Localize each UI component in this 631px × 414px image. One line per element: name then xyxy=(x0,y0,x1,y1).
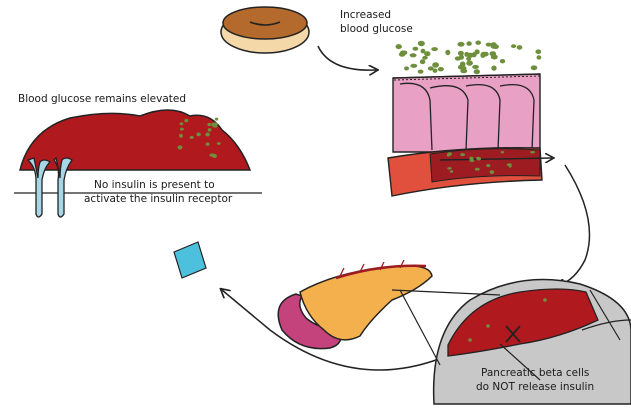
glucose-dot xyxy=(413,47,419,51)
glucose-dot xyxy=(418,70,424,74)
glucose-dot xyxy=(404,66,409,70)
glucose-dot xyxy=(178,145,183,149)
glucose-dot xyxy=(500,59,505,63)
glucose-dot xyxy=(460,61,466,66)
glucose-dot xyxy=(447,167,451,169)
glucose-dot xyxy=(450,170,453,172)
glucose-dot xyxy=(184,119,188,122)
increased-glucose-line-1: Increased xyxy=(340,8,413,22)
glucose-dot xyxy=(213,125,218,128)
zoom-line-bottom xyxy=(400,290,440,365)
glucose-dot xyxy=(511,44,516,48)
glucose-dot xyxy=(486,164,490,167)
glucose-dot xyxy=(410,64,417,68)
glucose-dot xyxy=(206,143,210,146)
glucose-dot xyxy=(433,69,438,73)
arrow-vessel-to-pancreas xyxy=(558,165,590,286)
glucose-dot xyxy=(421,49,426,54)
glucose-dot xyxy=(517,45,523,50)
glucose-elevated-label: Blood glucose remains elevated xyxy=(18,92,186,106)
glucose-dot xyxy=(396,44,402,49)
glucose-dot xyxy=(490,51,497,56)
glucose-dot xyxy=(486,43,492,47)
glucose-dot xyxy=(207,123,211,126)
glucose-dot xyxy=(431,47,438,51)
glucose-dot xyxy=(190,136,194,139)
glucose-dot xyxy=(455,56,461,60)
glucose-dot xyxy=(469,159,474,162)
increased-glucose-label: Increased blood glucose xyxy=(340,8,413,36)
glucose-dot xyxy=(410,53,417,57)
no-insulin-label: No insulin is present to activate the in… xyxy=(84,178,232,206)
glucose-dot xyxy=(457,42,464,47)
increased-glucose-line-2: blood glucose xyxy=(340,22,413,36)
beta-cells-label: Pancreatic beta cells do NOT release ins… xyxy=(476,366,594,394)
glucose-dot xyxy=(445,50,450,55)
glucose-dot xyxy=(537,55,542,59)
glucose-dot xyxy=(530,151,535,153)
glucose-dot xyxy=(458,51,464,56)
glucose-dot xyxy=(205,133,209,137)
glucose-dot xyxy=(420,59,425,64)
glucose-dot xyxy=(475,41,481,45)
glucose-dot xyxy=(209,153,214,156)
glucose-dot xyxy=(208,128,212,132)
glucose-dot xyxy=(491,66,496,71)
glucose-dot xyxy=(447,152,452,156)
intestinal-epithelium xyxy=(393,74,540,152)
glucose-dot xyxy=(467,53,474,58)
glucose-dot xyxy=(180,122,184,125)
glucose-dot xyxy=(535,49,541,54)
glucose-particles xyxy=(396,41,542,75)
glucose-dot xyxy=(509,165,512,168)
glucose-dot xyxy=(179,134,183,138)
glucose-dot xyxy=(418,41,423,45)
glucose-dot xyxy=(480,53,485,58)
beta-cells-line-2: do NOT release insulin xyxy=(476,380,594,394)
glucose-dot xyxy=(217,142,221,145)
donut-icon xyxy=(221,7,309,53)
glucose-dot xyxy=(475,168,480,171)
glucose-dot xyxy=(196,133,200,137)
glucose-dot xyxy=(466,41,471,46)
glucose-dot xyxy=(460,153,465,156)
glucose-dot xyxy=(466,60,473,65)
glucose-dot xyxy=(215,118,218,121)
glucose-dot xyxy=(476,157,479,160)
no-insulin-line-2: activate the insulin receptor xyxy=(84,192,232,206)
arrow-food-to-intestine xyxy=(318,46,376,70)
glucose-dot xyxy=(531,65,538,70)
glucose-dot xyxy=(490,170,494,174)
glucose-dot xyxy=(501,151,504,153)
glucose-dot xyxy=(438,67,444,71)
glucose-dot xyxy=(472,65,479,69)
no-insulin-line-1: No insulin is present to xyxy=(84,178,232,192)
blood-vessel xyxy=(388,148,552,196)
glucose-dot xyxy=(180,128,184,131)
glucose-dot xyxy=(400,50,406,55)
beta-cells-line-1: Pancreatic beta cells xyxy=(476,366,594,380)
glucose-dot xyxy=(491,45,497,49)
glucose-dot xyxy=(460,69,467,74)
glucose-dot xyxy=(474,69,480,74)
glucose-dot xyxy=(422,56,428,60)
glucose-dot xyxy=(432,62,439,67)
pancreas xyxy=(278,260,432,349)
insulin-icon xyxy=(174,242,206,278)
